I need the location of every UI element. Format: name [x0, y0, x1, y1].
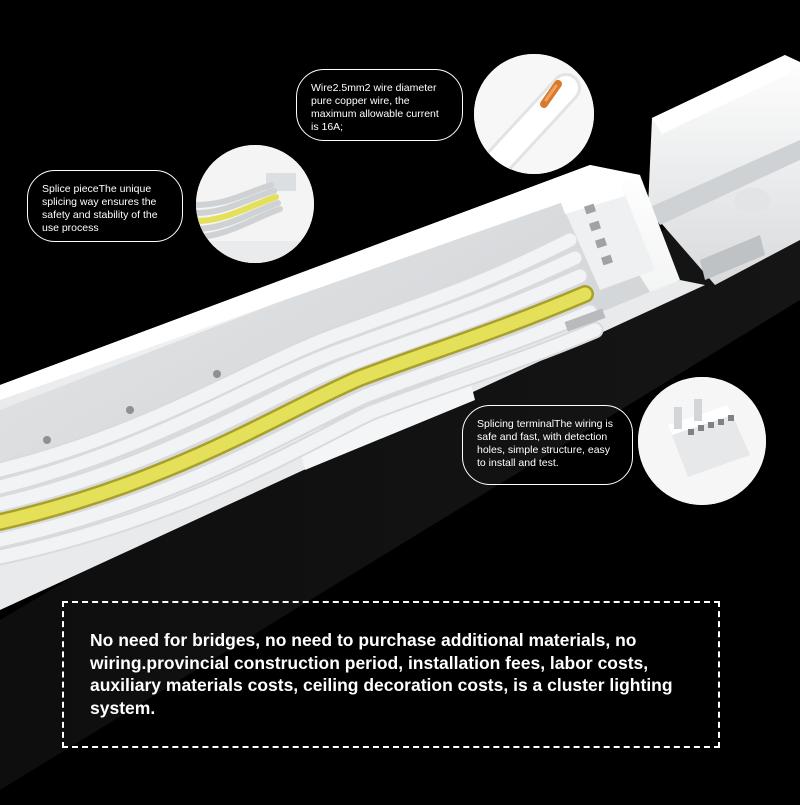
wire-bundle: [0, 231, 604, 566]
splicing-terminal-callout-title: Splicing terminal: [477, 418, 555, 430]
splicing-terminal-callout-text: The wiring is safe and fast, with detect…: [477, 418, 613, 469]
splice-piece-callout: Splice pieceThe unique splicing way ensu…: [27, 170, 183, 242]
copper-wire-zoom-image: [474, 54, 594, 174]
splicing-terminal-block: [560, 182, 655, 332]
feature-notice-box: No need for bridges, no need to purchase…: [62, 601, 720, 748]
splicing-terminal-callout: Splicing terminalThe wiring is safe and …: [462, 405, 633, 485]
splice-piece-zoom-image: [196, 145, 314, 263]
feature-notice-text: No need for bridges, no need to purchase…: [90, 630, 673, 718]
splice-piece-callout-title: Splice piece: [42, 183, 99, 195]
right-housing-section: [648, 55, 800, 285]
wire-callout-text: 2.5mm2 wire diameter pure copper wire, t…: [311, 82, 439, 133]
splicing-terminal-zoom-image: [638, 377, 766, 505]
wire-callout: Wire2.5mm2 wire diameter pure copper wir…: [296, 69, 463, 141]
splice-piece-callout-text: The unique splicing way ensures the safe…: [42, 183, 158, 234]
wire-callout-title: Wire: [311, 82, 333, 94]
